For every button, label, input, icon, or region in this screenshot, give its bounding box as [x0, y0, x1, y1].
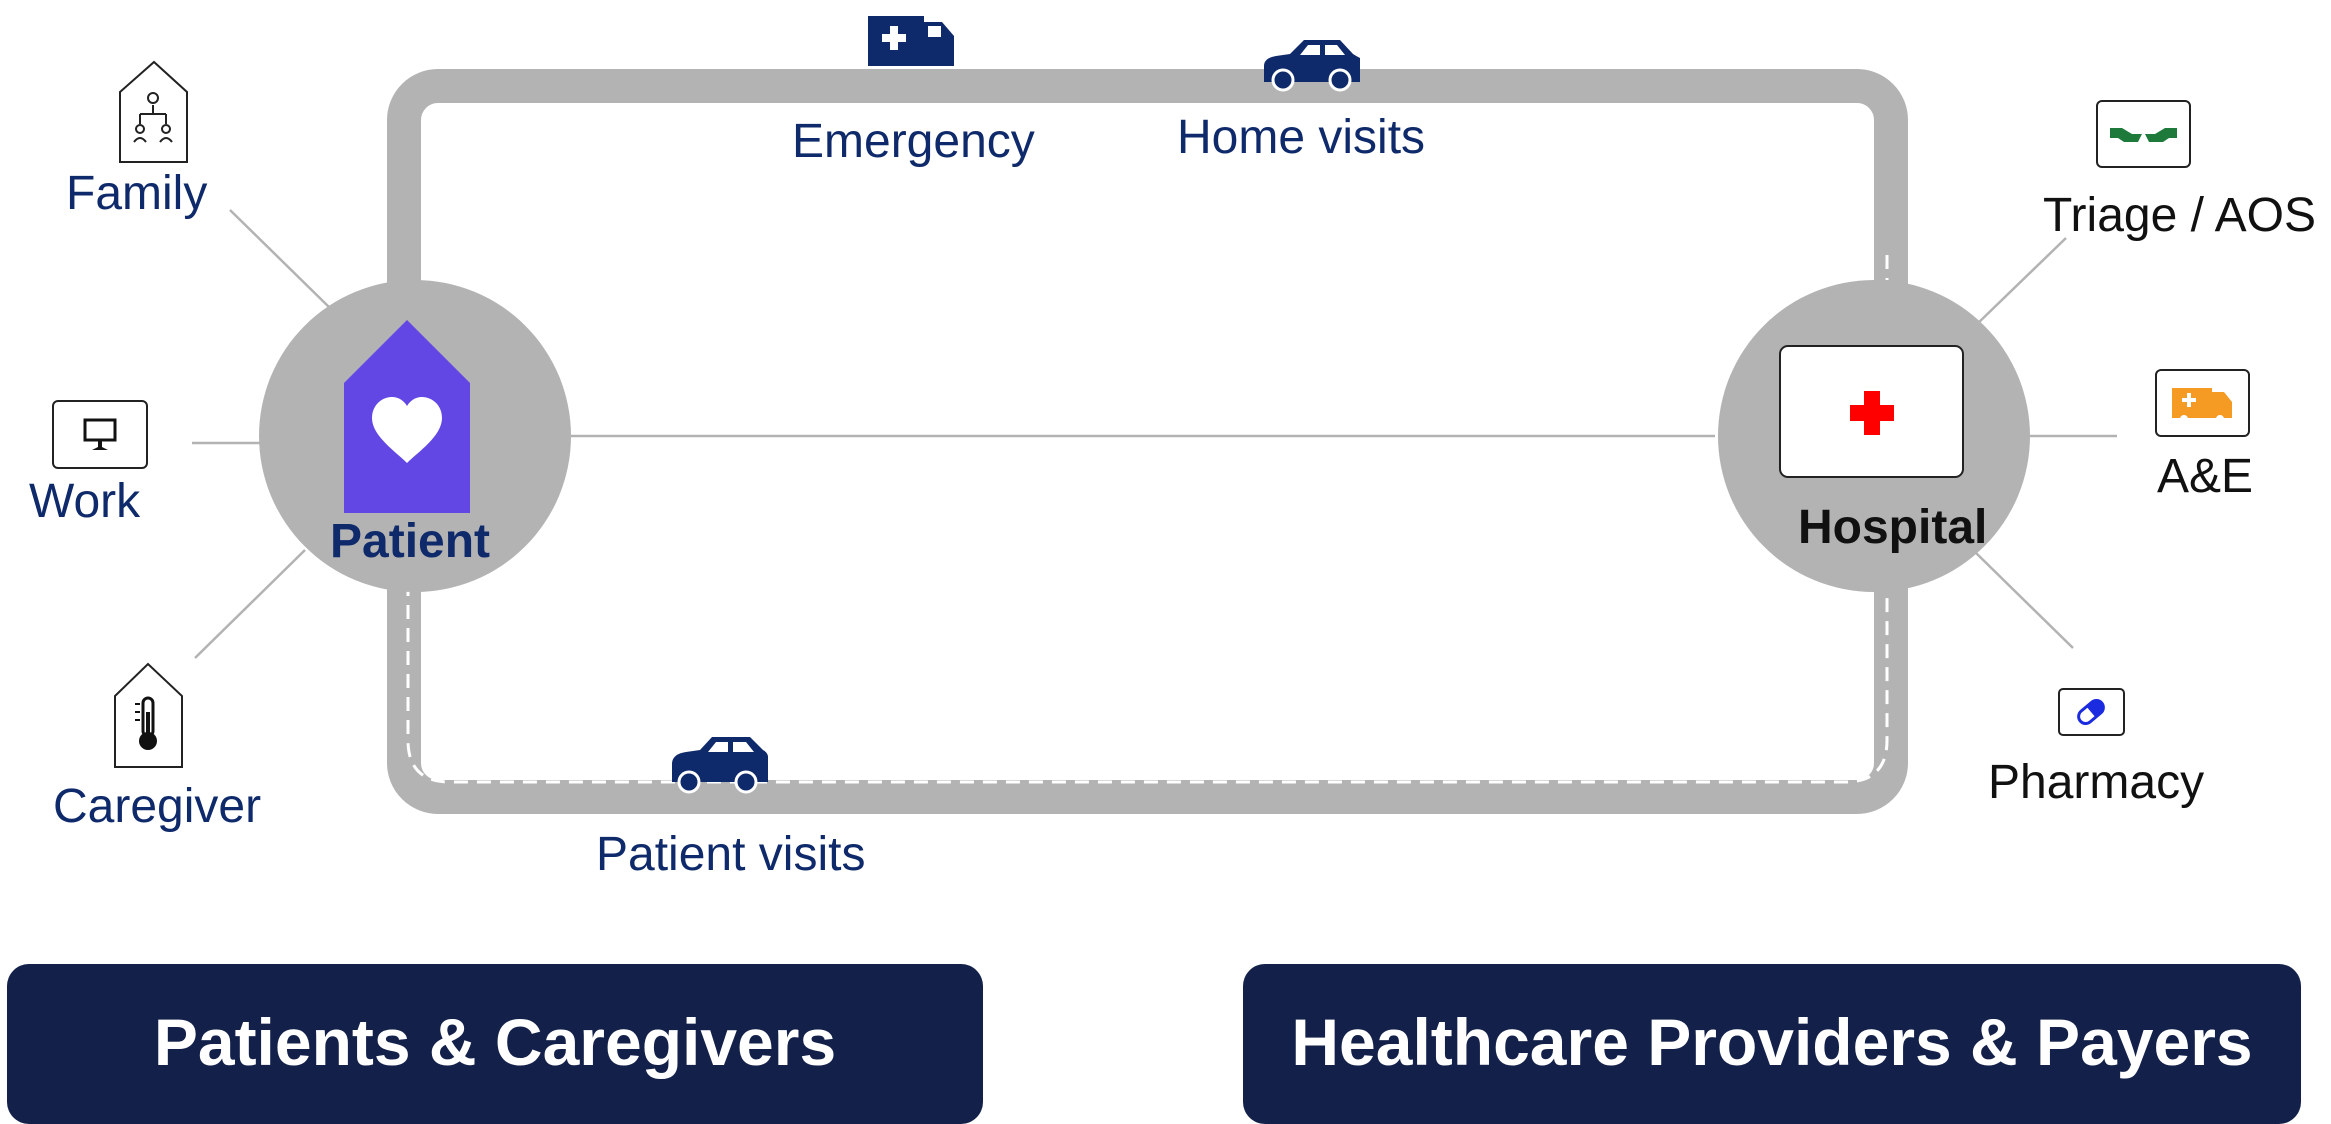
patients-caregivers-title: Patients & Caregivers [153, 1005, 837, 1079]
family-label: Family [66, 167, 208, 220]
hospital-hub-label: Hospital [1798, 501, 1988, 554]
monitor-icon [52, 400, 148, 469]
handshake-icon [2096, 100, 2191, 168]
patient-hub-label: Patient [330, 515, 491, 568]
providers-payers-panel: Healthcare Providers & Payers [1243, 964, 2301, 1124]
patient-visits-label: Patient visits [596, 828, 866, 881]
ae-label: A&E [2157, 450, 2254, 503]
pharmacy-connector [1974, 551, 2074, 649]
triage-connector [1974, 237, 2067, 327]
pill-icon [2058, 688, 2125, 736]
providers-payers-title: Healthcare Providers & Payers [1291, 1005, 2253, 1079]
road-lane-marking [406, 582, 1889, 784]
pharmacy-label: Pharmacy [1988, 756, 2205, 809]
triage-label: Triage / AOS [2043, 189, 2316, 242]
home-visits-label: Home visits [1177, 111, 1426, 164]
thermometer-icon [114, 662, 183, 768]
work-label: Work [29, 475, 141, 528]
car-icon-bottom [672, 737, 768, 794]
caregiver-connector [194, 549, 306, 659]
car-icon-top [1264, 40, 1360, 92]
emergency-label: Emergency [792, 115, 1035, 168]
house-heart-icon [344, 320, 470, 513]
family-connector [229, 209, 331, 309]
hospital-cross-icon [1779, 345, 1964, 478]
road-loop [387, 69, 1908, 814]
patients-caregivers-panel: Patients & Caregivers [7, 964, 983, 1124]
caregiver-label: Caregiver [53, 780, 262, 833]
family-tree-icon [119, 60, 188, 163]
ae-ambulance-icon [2155, 369, 2250, 437]
ambulance-icon [868, 16, 954, 66]
